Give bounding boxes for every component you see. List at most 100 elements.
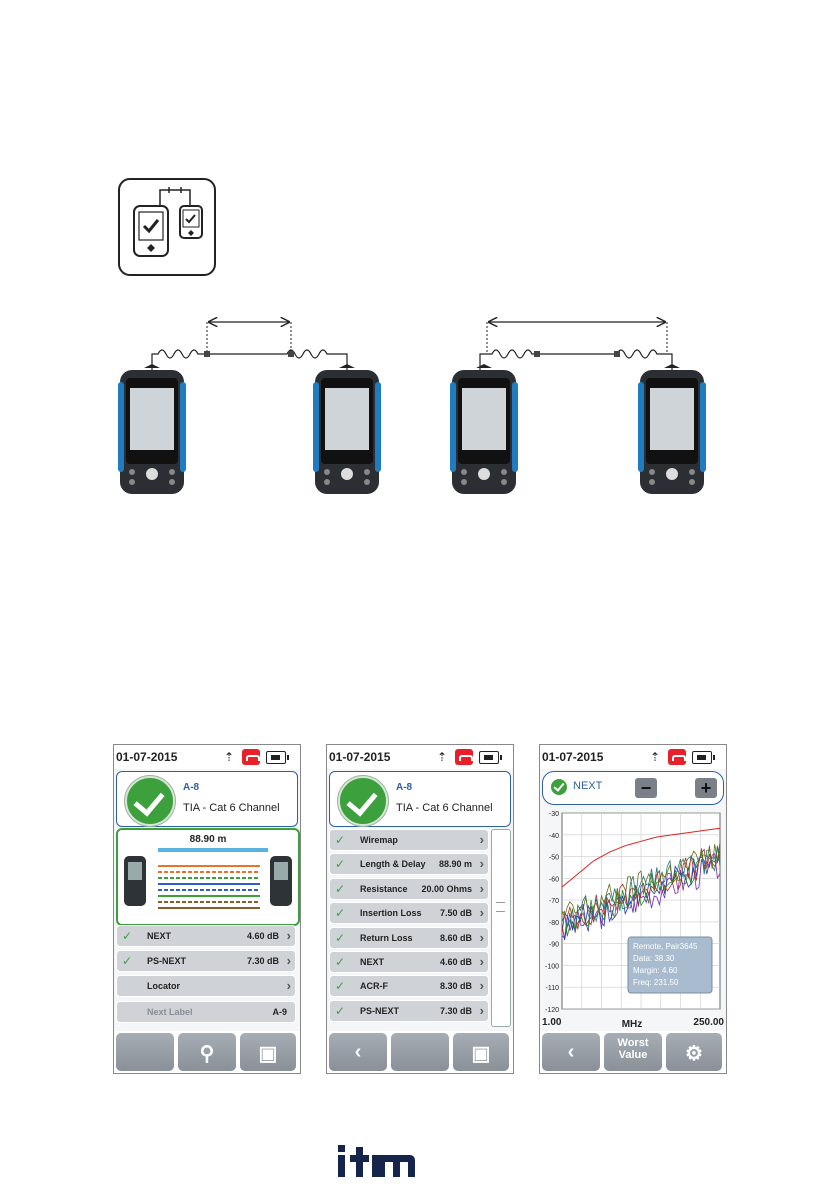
result-header: A-8 TIA - Cat 6 Channel	[116, 771, 298, 827]
tooltip-line: Remote, Pair3645	[633, 942, 698, 951]
settings-button[interactable]: ⚙	[666, 1033, 722, 1071]
result-row-1[interactable]: ✓ Length & Delay 88.90 m ›	[329, 853, 489, 876]
tester-device-3	[450, 364, 518, 501]
screen-graph: 01-07-2015 ⇡ NEXT − + -30-40-50-60-70-80…	[539, 744, 727, 1074]
row-label: Wiremap	[360, 835, 398, 845]
pass-icon: ✓	[122, 929, 133, 943]
cable-diagram	[151, 310, 673, 370]
chevron-right-icon: ›	[479, 929, 484, 945]
result-row-ps-next[interactable]: ✓ PS-NEXT 7.30 dB ›	[116, 950, 296, 972]
pair-trace	[561, 854, 721, 941]
battery-icon	[479, 751, 502, 764]
chevron-right-icon: ›	[479, 905, 484, 921]
phone-hangup-icon[interactable]	[455, 749, 473, 765]
x-unit-label: MHz	[622, 1019, 643, 1030]
y-tick-label: -110	[546, 985, 560, 992]
battery-icon	[692, 751, 715, 764]
pair-trace	[561, 853, 721, 939]
toolbar: ⚲ ▣	[114, 1031, 300, 1073]
chevron-right-icon: ›	[479, 880, 484, 896]
toolbar: ‹ Worst Value ⚙	[540, 1031, 726, 1073]
result-row-0[interactable]: ✓Wiremap›	[329, 829, 489, 851]
chevron-right-icon: ›	[286, 928, 291, 943]
status-bar: 01-07-2015 ⇡	[540, 745, 726, 769]
chevron-right-icon: ›	[479, 856, 484, 872]
result-row-next[interactable]: ✓ NEXT 4.60 dB ›	[116, 925, 296, 947]
tester-device-4	[638, 364, 706, 501]
graph-header: NEXT − +	[542, 771, 724, 805]
scrollbar[interactable]	[491, 829, 511, 1027]
row-label: Return Loss	[360, 932, 413, 943]
next-graph[interactable]: -30-40-50-60-70-80-90-100-110-120Remote,…	[540, 805, 726, 1035]
tester-pair-icon	[133, 187, 203, 257]
tester-device-graphic	[638, 364, 706, 494]
tester-device-2	[313, 364, 381, 501]
wiremap-diagram	[124, 848, 292, 909]
zoom-out-button[interactable]: −	[635, 778, 657, 798]
chevron-right-icon: ›	[479, 978, 484, 994]
save-button[interactable]: ▣	[453, 1033, 509, 1071]
scroll-grip[interactable]	[496, 902, 505, 912]
pass-icon: ✓	[335, 906, 346, 921]
row-label: PS-NEXT	[360, 1005, 400, 1016]
itm-logo	[338, 1145, 415, 1177]
chevron-right-icon: ›	[479, 954, 484, 969]
phone-hangup-icon[interactable]	[668, 749, 686, 765]
pass-icon: ✓	[335, 1003, 346, 1018]
tester-pair-icon-box	[118, 178, 216, 276]
worst-value-button[interactable]: Worst Value	[604, 1033, 662, 1071]
chevron-right-icon: ›	[286, 953, 291, 968]
pass-check-icon	[125, 776, 175, 826]
wiremap-panel[interactable]: 88.90 m	[116, 828, 300, 926]
pair-trace	[561, 846, 721, 937]
status-bar: 01-07-2015 ⇡	[327, 745, 513, 769]
pass-icon: ✓	[335, 857, 346, 872]
row-value: 20.00 Ohms	[421, 883, 472, 894]
row-value: 88.90 m	[438, 859, 472, 870]
x-min-label: 1.00	[542, 1017, 562, 1028]
row-label: ACR-F	[360, 981, 388, 992]
test-standard: TIA - Cat 6 Channel	[396, 802, 493, 814]
limit-line	[561, 827, 721, 888]
result-header: A-8 TIA - Cat 6 Channel	[329, 771, 511, 827]
back-button[interactable]: ‹	[542, 1033, 600, 1071]
save-button[interactable]: ▣	[240, 1033, 296, 1071]
chevron-right-icon: ›	[286, 978, 291, 993]
blank-button[interactable]	[391, 1033, 449, 1071]
save-icon: ▣	[258, 1043, 278, 1065]
status-date: 01-07-2015	[329, 750, 391, 764]
row-value: 7.30 dB	[439, 1005, 472, 1016]
row-value: 7.30 dB	[246, 956, 279, 966]
row-label: Length & Delay	[360, 859, 426, 870]
chevron-right-icon: ›	[479, 1002, 484, 1018]
chevron-left-icon: ‹	[567, 1041, 575, 1063]
y-tick-label: -30	[549, 811, 559, 818]
tooltip-line: Margin: 4.60	[633, 966, 678, 975]
row-value: 4.60 dB	[246, 931, 279, 941]
y-tick-label: -70	[549, 898, 559, 905]
status-bar: 01-07-2015 ⇡	[114, 745, 300, 769]
tester-device-1	[118, 364, 186, 501]
zoom-in-button[interactable]: +	[695, 778, 717, 798]
pair-trace	[561, 845, 721, 931]
result-row-locator[interactable]: Locator ›	[116, 975, 296, 997]
pass-icon: ✓	[335, 833, 346, 847]
blank-button[interactable]	[116, 1033, 174, 1071]
result-row-7[interactable]: ✓ PS-NEXT 7.30 dB ›	[329, 999, 489, 1022]
phone-hangup-icon[interactable]	[242, 749, 260, 765]
y-tick-label: -40	[549, 833, 559, 840]
tester-device-graphic	[118, 364, 186, 494]
back-button[interactable]: ‹	[329, 1033, 387, 1071]
pass-icon: ✓	[335, 881, 346, 896]
usb-icon: ⇡	[437, 750, 448, 764]
search-button[interactable]: ⚲	[178, 1033, 236, 1071]
pass-icon: ✓	[335, 955, 346, 969]
screen-summary: 01-07-2015 ⇡ A-8 TIA - Cat 6 Channel 88.…	[113, 744, 301, 1074]
result-row-next-label[interactable]: Next Label A-9	[116, 1001, 296, 1023]
value-label: Value	[618, 1049, 648, 1061]
